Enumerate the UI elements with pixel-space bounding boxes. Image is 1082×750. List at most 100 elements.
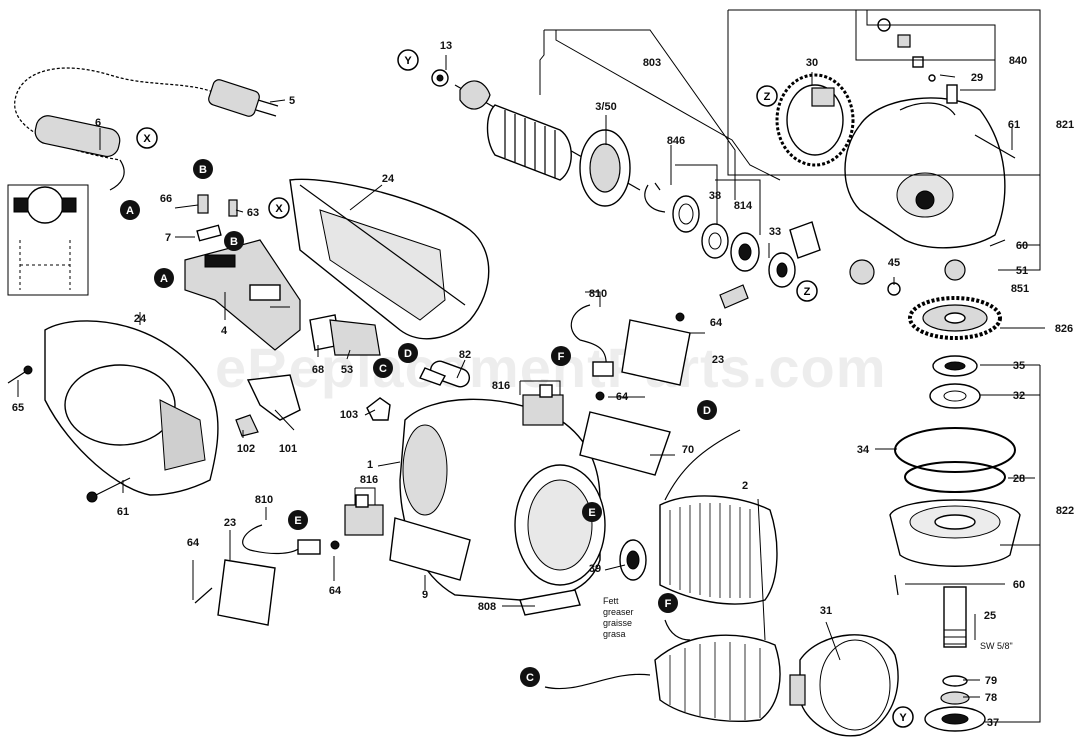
label-822: 822 [1056,505,1074,517]
brush-holder-816-upper [522,384,564,426]
label-60-lower: 60 [1013,579,1025,591]
screw-65 [7,365,33,384]
svg-text:C: C [526,672,534,684]
svg-text:F: F [558,351,565,363]
svg-text:E: E [588,507,595,519]
label-9: 9 [422,589,428,601]
carbon-brush-810-lower [242,524,321,555]
gear-30 [775,73,855,167]
label-23-lower: 23 [224,517,236,529]
label-13: 13 [440,40,452,52]
armature-3-50 [454,80,641,207]
svg-text:D: D [404,348,412,360]
label-37: 37 [987,717,999,729]
screw-63 [228,199,238,217]
label-30: 30 [806,57,818,69]
screw-64-c [330,540,340,550]
label-61-lower: 61 [117,506,129,518]
label-846: 846 [667,135,685,147]
callout-F2: F [658,593,678,613]
ring-29 [928,74,936,82]
svg-text:X: X [143,133,151,145]
callout-B2: B [224,231,244,251]
label-2: 2 [742,480,748,492]
callout-Z2: Z [796,280,818,302]
label-38: 38 [709,190,721,202]
field-coil [544,619,781,722]
screw-61-upper [974,134,1016,159]
label-25: 25 [984,610,996,622]
grease-note: Fett greaser graisse grasa [603,596,634,639]
callout-Y1: Y [397,49,419,71]
part-808 [519,589,581,616]
screw-60-upper [989,239,1006,247]
plate-23-upper [621,319,691,386]
label-78: 78 [985,692,997,704]
label-82: 82 [459,349,471,361]
callout-D1: D [398,343,418,363]
stator-2 [659,429,778,605]
plate-70 [579,411,671,476]
leader-lines [17,9,1045,723]
label-816-lower: 816 [360,474,378,486]
label-66: 66 [160,193,172,205]
circlip-846 [644,182,666,213]
svg-text:X: X [275,203,283,215]
svg-text:F: F [665,598,672,610]
wiring-schematic [7,184,89,296]
svg-text:Z: Z [804,286,811,298]
svg-text:D: D [703,405,711,417]
label-79: 79 [985,675,997,687]
label-68: 68 [312,364,324,376]
screw-61-lower [86,477,131,503]
label-821: 821 [1056,119,1074,131]
callout-B1: B [193,159,213,179]
pin-29 [946,84,958,104]
svg-text:A: A [126,205,134,217]
label-7: 7 [165,232,171,244]
label-64-b: 64 [616,391,629,403]
svg-text:graisse: graisse [603,618,632,628]
part-82 [429,360,471,388]
callout-X1: X [136,127,158,149]
label-803: 803 [643,57,661,69]
plate-23-lower [217,559,276,626]
label-103: 103 [340,409,358,421]
handle-housing-lower [44,320,219,496]
label-63: 63 [247,207,259,219]
label-101: 101 [279,443,297,455]
screw-66 [197,194,209,214]
label-39: 39 [589,563,601,575]
label-29: 29 [971,72,983,84]
label-33: 33 [769,226,781,238]
callout-E2: E [582,502,602,522]
pin [912,56,924,68]
label-34: 34 [857,444,870,456]
callout-F1: F [551,346,571,366]
label-64-c: 64 [329,585,342,597]
label-28: 28 [1013,473,1025,485]
callout-E1: E [288,510,308,530]
label-810-lower: 810 [255,494,273,506]
svg-text:Fett: Fett [603,596,619,606]
wrench-size-note: SW 5/8" [980,641,1013,651]
label-32: 32 [1013,390,1025,402]
label-31: 31 [820,605,832,617]
label-70: 70 [682,444,694,456]
oring-28 [904,461,1006,493]
callout-A1: A [120,200,140,220]
label-102: 102 [237,443,255,455]
pinion-851 [849,259,875,285]
label-53: 53 [341,364,353,376]
label-35: 35 [1013,360,1025,372]
label-5: 5 [289,95,295,107]
wheel-guard-31 [789,634,899,737]
label-810-upper: 810 [589,288,607,300]
label-840: 840 [1009,55,1027,67]
screw-64-d [194,587,213,604]
callout-X2: X [268,197,290,219]
spindle-lock [789,221,821,259]
screw-64-b [595,391,605,401]
callout-Y2: Y [892,706,914,728]
